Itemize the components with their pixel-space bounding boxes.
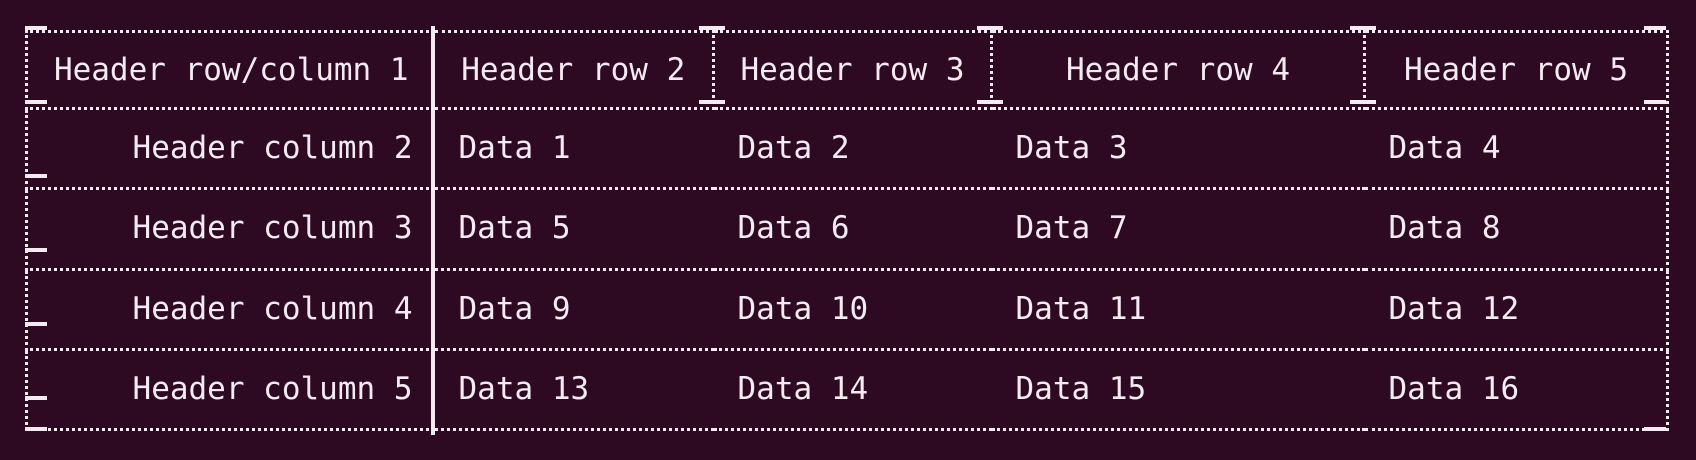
- data-table: Header row/column 1 Header row 2 Header …: [25, 30, 1669, 432]
- border-junction-stub: [1644, 427, 1666, 431]
- data-cell: Data 7: [991, 188, 1365, 271]
- header-separator-tick: [699, 100, 725, 104]
- header-cell-2: Header row 2: [434, 30, 715, 110]
- header-cell-corner: Header row/column 1: [25, 30, 435, 110]
- row-header-5: Header column 5: [25, 349, 435, 432]
- data-cell: Data 9: [434, 269, 714, 351]
- border-junction-stub: [25, 322, 47, 326]
- table-row: Header column 5 Data 13 Data 14 Data 15 …: [25, 349, 1669, 432]
- data-cell: Data 12: [1364, 269, 1669, 351]
- data-cell: Data 16: [1364, 349, 1669, 432]
- border-junction-stub: [1644, 100, 1666, 104]
- data-cell: Data 2: [713, 108, 992, 191]
- table-body: Header column 2 Data 1 Data 2 Data 3 Dat…: [25, 108, 1669, 432]
- header-separator-tick: [977, 100, 1003, 104]
- row-header-4: Header column 4: [25, 269, 435, 351]
- header-separator-tick: [699, 26, 725, 30]
- row-header-2: Header column 2: [25, 108, 435, 191]
- border-junction-stub: [25, 100, 47, 104]
- data-cell: Data 6: [713, 188, 992, 271]
- border-junction-stub: [25, 427, 47, 431]
- data-cell: Data 4: [1364, 108, 1669, 191]
- data-cell: Data 1: [434, 108, 714, 191]
- data-cell: Data 15: [991, 349, 1365, 432]
- header-separator-tick: [1350, 26, 1376, 30]
- header-cell-5: Header row 5: [1364, 30, 1669, 110]
- header-separator-tick: [1350, 100, 1376, 104]
- table-row: Header column 2 Data 1 Data 2 Data 3 Dat…: [25, 108, 1669, 191]
- data-cell: Data 5: [434, 188, 714, 271]
- border-junction-stub: [25, 174, 47, 178]
- header-cell-4: Header row 4: [991, 30, 1366, 110]
- border-junction-stub: [1644, 26, 1666, 30]
- data-cell: Data 8: [1364, 188, 1669, 271]
- data-cell: Data 13: [434, 349, 714, 432]
- border-junction-stub: [25, 26, 47, 30]
- border-junction-stub: [25, 396, 47, 400]
- table-row: Header column 3 Data 5 Data 6 Data 7 Dat…: [25, 188, 1669, 271]
- header-separator-tick: [977, 26, 1003, 30]
- data-cell: Data 14: [713, 349, 992, 432]
- data-cell: Data 11: [991, 269, 1365, 351]
- header-cell-3: Header row 3: [713, 30, 993, 110]
- table-head: Header row/column 1 Header row 2 Header …: [25, 30, 1669, 110]
- data-cell: Data 3: [991, 108, 1365, 191]
- row-header-3: Header column 3: [25, 188, 435, 271]
- header-row: Header row/column 1 Header row 2 Header …: [25, 30, 1669, 110]
- table-container: Header row/column 1 Header row 2 Header …: [25, 26, 1669, 435]
- data-cell: Data 10: [713, 269, 992, 351]
- border-junction-stub: [25, 248, 47, 252]
- column-1-divider: [431, 26, 435, 435]
- table-row: Header column 4 Data 9 Data 10 Data 11 D…: [25, 269, 1669, 351]
